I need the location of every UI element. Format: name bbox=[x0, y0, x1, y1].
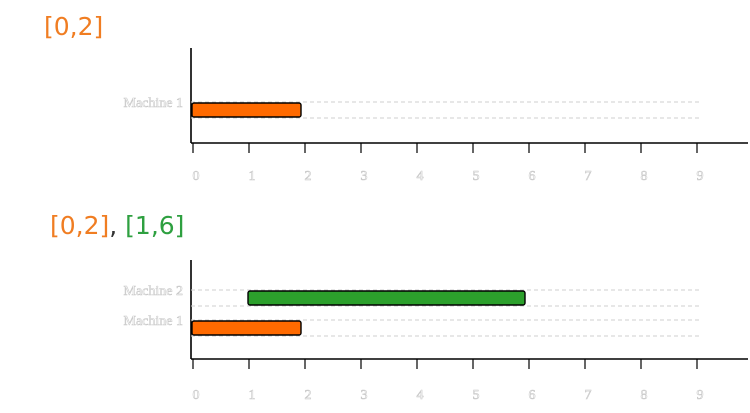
tick-label: 1 bbox=[249, 169, 256, 184]
tick-label: 9 bbox=[697, 388, 704, 403]
interval-label: [0,2] bbox=[44, 12, 104, 41]
tick-label: 7 bbox=[585, 388, 592, 403]
tick-label: 6 bbox=[529, 169, 536, 184]
machine-label: Machine 1 bbox=[124, 314, 183, 329]
tick-label: 3 bbox=[361, 388, 368, 403]
tick-label: 3 bbox=[361, 169, 368, 184]
tick-label: 4 bbox=[417, 388, 424, 403]
tick-label: 7 bbox=[585, 169, 592, 184]
tick-label: 6 bbox=[529, 388, 536, 403]
tick-label: 1 bbox=[249, 388, 256, 403]
tick-label: 5 bbox=[473, 388, 480, 403]
interval-label: [0,2] bbox=[50, 211, 110, 240]
tick-label: 0 bbox=[193, 169, 200, 184]
machine-label: Machine 1 bbox=[124, 96, 183, 111]
gantt-bar bbox=[191, 320, 302, 336]
machine-label: Machine 2 bbox=[124, 284, 183, 299]
tick-label: 0 bbox=[193, 388, 200, 403]
gantt-bar bbox=[191, 102, 302, 118]
interval-separator: , bbox=[109, 211, 126, 240]
tick-label: 4 bbox=[417, 169, 424, 184]
chart1-intervals: [0,2] bbox=[44, 14, 103, 39]
gantt-bar bbox=[247, 290, 526, 306]
tick-label: 2 bbox=[305, 388, 312, 403]
tick-label: 2 bbox=[305, 169, 312, 184]
interval-label: [1,6] bbox=[125, 211, 185, 240]
tick-label: 8 bbox=[641, 388, 648, 403]
tick-label: 5 bbox=[473, 169, 480, 184]
chart2-intervals: [0,2], [1,6] bbox=[50, 213, 184, 238]
tick-label: 8 bbox=[641, 169, 648, 184]
tick-label: 9 bbox=[697, 169, 704, 184]
